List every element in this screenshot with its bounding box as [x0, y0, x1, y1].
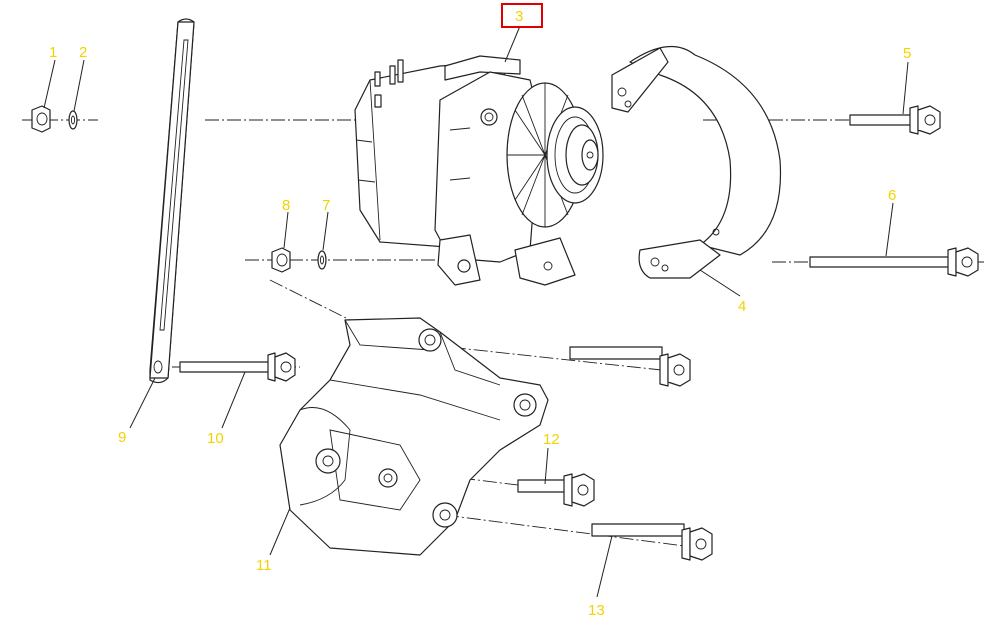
- part-2-washer: [68, 110, 78, 130]
- callout-12[interactable]: 12: [543, 431, 560, 448]
- callout-4[interactable]: 4: [738, 298, 746, 315]
- part-10-bolt: [179, 352, 296, 382]
- callout-5[interactable]: 5: [903, 45, 911, 62]
- part-1-nut: [31, 105, 51, 133]
- part-8-nut: [271, 247, 291, 273]
- callout-6[interactable]: 6: [888, 187, 896, 204]
- part-7-washer: [317, 250, 327, 270]
- leader-lines: [43, 25, 909, 598]
- callout-3[interactable]: 3: [515, 8, 523, 25]
- callouts: 1 2 3 4 5 6 7 8 9 10 11 12 13: [49, 8, 911, 619]
- part-3-alternator: [354, 55, 604, 286]
- callout-7[interactable]: 7: [322, 197, 330, 214]
- callout-1[interactable]: 1: [49, 44, 57, 61]
- part-13-bolt: [591, 523, 713, 561]
- part-6-bolt: [809, 247, 979, 277]
- callout-8[interactable]: 8: [282, 197, 290, 214]
- part-12-bolt: [517, 473, 595, 507]
- part-5-bolt: [849, 105, 941, 135]
- part-11-mount-bracket: [279, 317, 549, 556]
- part-9-strap: [149, 18, 195, 384]
- selected-callout-highlight: [501, 3, 543, 28]
- callout-9[interactable]: 9: [118, 429, 126, 446]
- part-4-band: [611, 45, 782, 279]
- callout-2[interactable]: 2: [79, 44, 87, 61]
- callout-11[interactable]: 11: [256, 557, 272, 574]
- callout-10[interactable]: 10: [207, 430, 224, 447]
- bracket-bolt: [569, 346, 691, 387]
- callout-13[interactable]: 13: [588, 602, 605, 619]
